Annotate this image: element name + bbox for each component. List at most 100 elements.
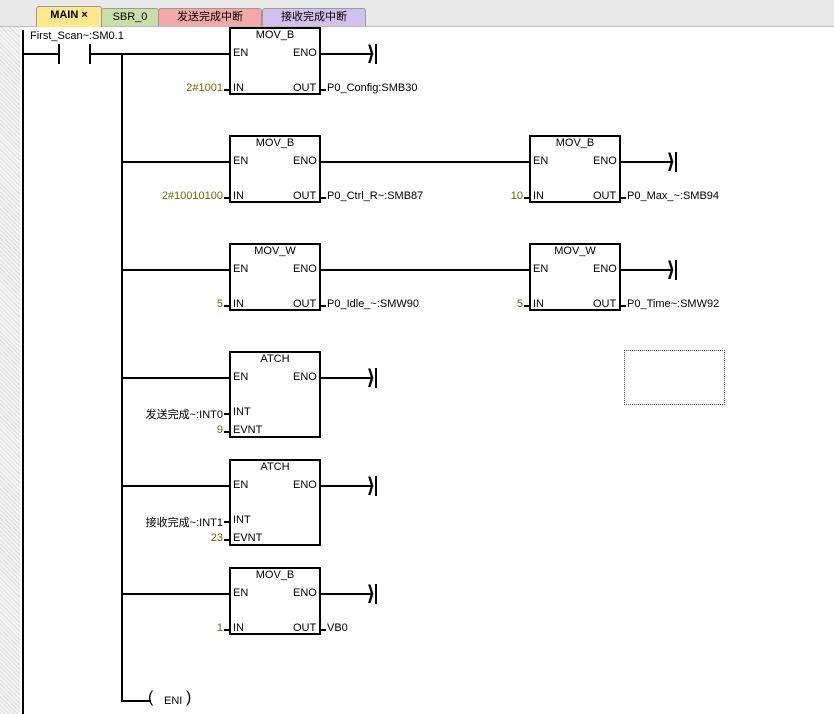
wire [123, 161, 229, 163]
block-mov_b[interactable] [229, 567, 321, 635]
operand-value[interactable]: P0_Idle_~:SMW90 [327, 298, 420, 310]
contact-label: First_Scan~:SM0.1 [30, 30, 124, 42]
output-arrow-icon: ⟩ [667, 259, 675, 281]
pin-in: IN [233, 298, 244, 310]
pin-stub [321, 305, 326, 307]
output-end-icon [375, 44, 377, 64]
wire [123, 485, 229, 487]
block-mov_b[interactable] [529, 135, 621, 203]
wire [321, 377, 373, 379]
operand-value[interactable]: 5 [216, 298, 223, 310]
wire [321, 161, 529, 163]
output-end-icon [675, 152, 677, 172]
pin-eno: ENO [293, 371, 317, 383]
contact-no-right[interactable] [89, 44, 91, 64]
wire [121, 700, 151, 702]
pin-out: OUT [293, 298, 317, 310]
tab-0[interactable]: MAIN × [36, 6, 102, 27]
operand-value[interactable]: 接收完成~:INT1 [145, 517, 223, 529]
operand-value[interactable]: P0_Time~:SMW92 [627, 298, 720, 310]
pin-en: EN [533, 263, 549, 275]
ladder-gutter [0, 27, 20, 714]
output-end-icon [675, 260, 677, 280]
output-arrow-icon: ⟩ [667, 151, 675, 173]
pin-out: OUT [293, 82, 317, 94]
operand-value[interactable]: P0_Max_~:SMB94 [627, 190, 720, 202]
pin-stub [224, 197, 229, 199]
operand-value[interactable]: 23 [210, 532, 223, 544]
pin-en: EN [233, 587, 249, 599]
pin-eno: ENO [293, 479, 317, 491]
operand-value[interactable]: 10 [510, 190, 523, 202]
pin-in: IN [533, 298, 544, 310]
pin-stub [524, 305, 529, 307]
pin-eno: ENO [293, 47, 317, 59]
pin-out: OUT [593, 190, 617, 202]
output-end-icon [375, 476, 377, 496]
operand-value[interactable]: 5 [516, 298, 523, 310]
operand-value[interactable]: 9 [216, 424, 223, 436]
pin-stub [321, 89, 326, 91]
block-mov_b[interactable] [229, 27, 321, 95]
pin-int: INT [233, 514, 251, 526]
operand-value[interactable]: 1 [216, 622, 223, 634]
block-atch[interactable] [229, 351, 321, 438]
operand-value[interactable]: P0_Ctrl_R~:SMB87 [327, 190, 424, 202]
block-title: MOV_B [255, 29, 295, 41]
pin-en: EN [233, 479, 249, 491]
pin-evnt: EVNT [233, 424, 263, 436]
block-title: MOV_W [254, 245, 296, 257]
output-arrow-icon: ⟩ [367, 583, 375, 605]
pin-int: INT [233, 406, 251, 418]
eni-coil-left: ( [148, 689, 154, 706]
selection-box[interactable] [624, 350, 725, 405]
output-end-icon [375, 368, 377, 388]
contact-no-left[interactable] [58, 44, 60, 64]
pin-out: OUT [593, 298, 617, 310]
wire [621, 269, 673, 271]
wire [123, 377, 229, 379]
pin-stub [224, 89, 229, 91]
pin-eno: ENO [293, 155, 317, 167]
eni-coil-label[interactable]: ENI [164, 695, 183, 707]
block-title: ATCH [260, 461, 290, 473]
tab-1[interactable]: SBR_0 [101, 8, 159, 26]
operand-value[interactable]: VB0 [327, 622, 348, 634]
pin-en: EN [233, 371, 249, 383]
wire [24, 53, 59, 55]
pin-in: IN [233, 190, 244, 202]
pin-eno: ENO [293, 263, 317, 275]
wire [321, 593, 373, 595]
tab-3[interactable]: 接收完成中断 [262, 8, 366, 26]
operand-value[interactable]: 2#1001 [186, 82, 223, 94]
pin-stub [621, 305, 626, 307]
wire [321, 53, 373, 55]
pin-stub [224, 431, 229, 433]
output-arrow-icon: ⟩ [367, 43, 375, 65]
block-mov_b[interactable] [229, 135, 321, 203]
block-mov_w[interactable] [229, 243, 321, 311]
pin-stub [224, 629, 229, 631]
wire [123, 593, 229, 595]
branch-wire [121, 54, 123, 702]
operand-value[interactable]: 发送完成~:INT0 [145, 409, 223, 421]
pin-stub [224, 305, 229, 307]
wire [123, 53, 229, 55]
power-rail [22, 30, 24, 714]
pin-out: OUT [293, 190, 317, 202]
output-arrow-icon: ⟩ [367, 475, 375, 497]
block-title: MOV_B [555, 137, 595, 149]
wire [123, 269, 229, 271]
block-atch[interactable] [229, 459, 321, 546]
block-title: ATCH [260, 353, 290, 365]
operand-value[interactable]: 2#10010100 [161, 190, 223, 202]
block-title: MOV_W [554, 245, 596, 257]
pin-in: IN [533, 190, 544, 202]
block-mov_w[interactable] [529, 243, 621, 311]
block-title: MOV_B [255, 137, 295, 149]
operand-value[interactable]: P0_Config:SMB30 [327, 82, 418, 94]
tab-2[interactable]: 发送完成中断 [158, 8, 262, 26]
pin-en: EN [233, 263, 249, 275]
pin-stub [321, 629, 326, 631]
